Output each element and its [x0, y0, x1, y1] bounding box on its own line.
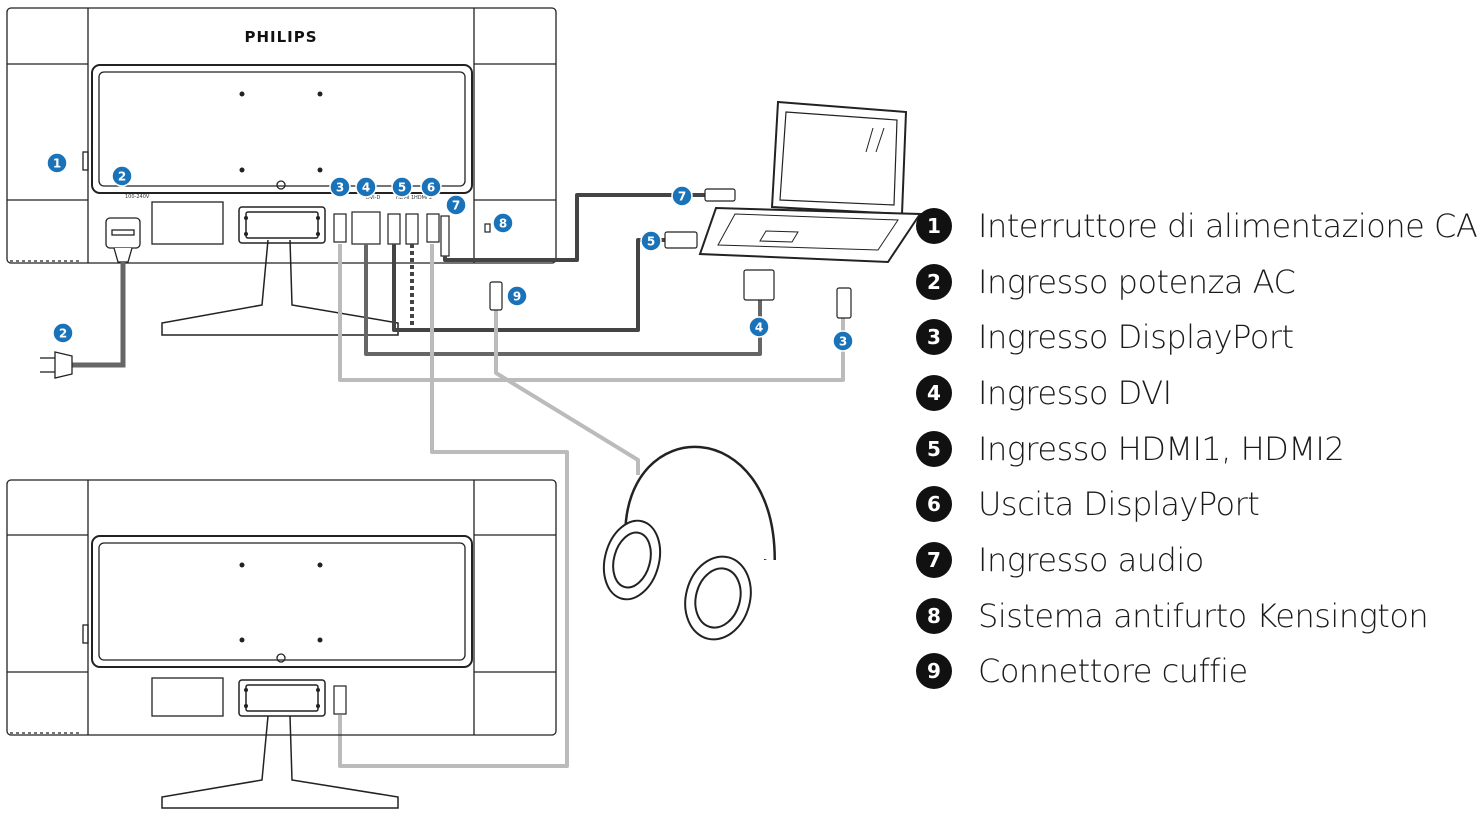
- audio-port: [440, 215, 450, 257]
- dvi-port: [351, 211, 381, 245]
- legend-label: Ingresso potenza AC: [978, 262, 1296, 301]
- callout-badge: 6: [420, 176, 442, 198]
- callout-badge: 4: [355, 176, 377, 198]
- brand-logo: PHILIPS: [244, 28, 317, 46]
- callout-badge: 5: [391, 176, 413, 198]
- legend-item: 1 Interruttore di alimentazione CA: [916, 198, 1478, 254]
- callout-badge: 9: [506, 285, 528, 307]
- callout-badge: 3: [329, 176, 351, 198]
- legend-label: Interruttore di alimentazione CA: [978, 206, 1478, 245]
- callout-number: 5: [398, 181, 406, 195]
- legend-item: 3 Ingresso DisplayPort: [916, 309, 1476, 365]
- legend-number-badge: 3: [916, 319, 952, 356]
- callout-badges: 1 2 2 3 4 5 6 7 8 9 7 5 4 3: [46, 152, 854, 352]
- legend-number-badge: 9: [916, 653, 952, 690]
- laptop: [698, 100, 922, 264]
- monitor-top-screw-holes: [239, 91, 323, 173]
- legend-number-badge: 4: [916, 374, 952, 411]
- callout-badge: 2: [52, 322, 74, 344]
- legend-label: Sistema antifurto Kensington: [978, 596, 1429, 635]
- legend-item: 6 Uscita DisplayPort: [916, 476, 1476, 532]
- headphones: [602, 445, 776, 641]
- label-rating: 100-240V: [125, 194, 150, 200]
- connection-diagram: PHILIPS 100-240V DVI-D HDMI 1 HDMI 2: [6, 7, 922, 809]
- wall-plug: [40, 351, 73, 379]
- callout-badge: 8: [492, 212, 514, 234]
- callout-badge: 7: [671, 185, 693, 207]
- kensington-slot: [484, 223, 491, 233]
- callout-number: 1: [53, 157, 61, 171]
- callout-number: 2: [118, 170, 126, 184]
- monitor-top-stand: [161, 206, 399, 336]
- legend-label: Ingresso DVI: [978, 373, 1172, 412]
- callout-badge: 7: [445, 194, 467, 216]
- cable-connectors: [489, 188, 852, 319]
- legend-label: Uscita DisplayPort: [978, 485, 1260, 524]
- legend-number-badge: 6: [916, 486, 952, 523]
- callout-badge: 5: [640, 230, 662, 252]
- legend-label: Connettore cuffie: [978, 652, 1248, 691]
- callout-number: 7: [678, 190, 686, 204]
- legend-item: 5 Ingresso HDMI1, HDMI2: [916, 421, 1476, 477]
- legend-number-badge: 8: [916, 597, 952, 634]
- dp-in-port: [333, 213, 347, 243]
- legend-number-badge: 7: [916, 541, 952, 578]
- power-cable: [72, 262, 126, 368]
- legend-item: 9 Connettore cuffie: [916, 644, 1476, 700]
- monitor-top-center-hole: [276, 180, 286, 190]
- legend-item: 7 Ingresso audio: [916, 532, 1476, 588]
- callout-number: 3: [839, 335, 847, 349]
- monitor-bottom-stand: [161, 679, 399, 809]
- callout-number: 9: [513, 290, 521, 304]
- callout-badge: 1: [46, 152, 68, 174]
- legend-item: 8 Sistema antifurto Kensington: [916, 588, 1476, 644]
- legend-label: Ingresso HDMI1, HDMI2: [978, 429, 1345, 468]
- dp-out-port: [426, 213, 440, 243]
- label-hdmi2: HDMI 2: [414, 195, 432, 201]
- legend-item: 2 Ingresso potenza AC: [916, 254, 1476, 310]
- callout-number: 7: [452, 199, 460, 213]
- callout-number: 3: [336, 181, 344, 195]
- monitor-top: [6, 7, 557, 264]
- callout-number: 4: [362, 181, 370, 195]
- legend-number-badge: 5: [916, 430, 952, 467]
- callout-badge: 4: [748, 316, 770, 338]
- callout-number: 8: [499, 217, 507, 231]
- callout-number: 5: [647, 235, 655, 249]
- label-dvi: DVI-D: [366, 195, 380, 201]
- callout-badge: 3: [832, 330, 854, 352]
- monitor-top-ports: [333, 211, 491, 257]
- legend-number-badge: 1: [916, 207, 952, 244]
- legend-item: 4 Ingresso DVI: [916, 365, 1476, 421]
- callout-number: 4: [755, 321, 763, 335]
- callout-badge: 2: [111, 165, 133, 187]
- monitor-bottom: [6, 479, 557, 736]
- hdmi1-port: [387, 213, 401, 245]
- callout-number: 6: [427, 181, 435, 195]
- hdmi2-port: [405, 213, 419, 245]
- callout-number: 2: [59, 327, 67, 341]
- power-plug: [105, 217, 141, 263]
- legend-label: Ingresso audio: [978, 540, 1204, 579]
- legend-number-badge: 2: [916, 263, 952, 300]
- monitor-bottom-dp-port: [333, 685, 347, 715]
- label-hdmi1: HDMI 1: [396, 195, 414, 201]
- legend-label: Ingresso DisplayPort: [978, 318, 1294, 357]
